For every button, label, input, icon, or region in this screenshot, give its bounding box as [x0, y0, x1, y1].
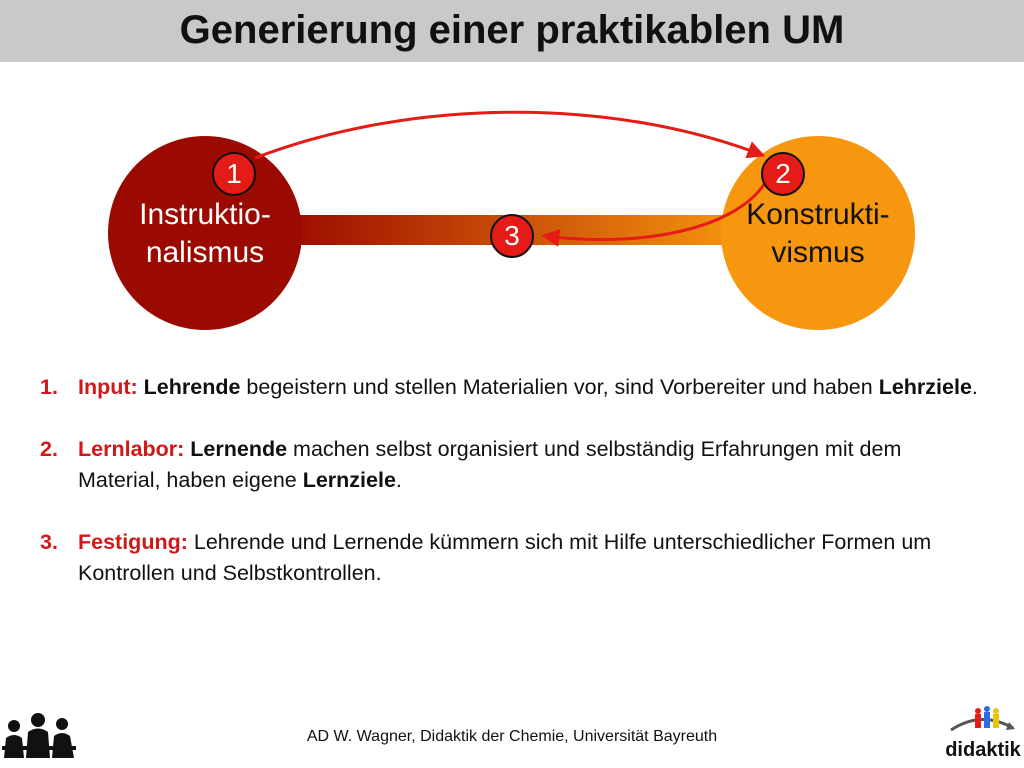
list-text: Lehrende und Lernende kümmern sich mit H… — [78, 530, 932, 585]
badge-3: 3 — [490, 214, 534, 258]
list-item: 1. Input: Lehrende begeistern und stelle… — [40, 372, 980, 403]
list-bold-term: Lehrziele — [878, 375, 972, 399]
instruktionalismus-label: Instruktio- nalismus — [105, 196, 305, 272]
list-number: 3. — [40, 530, 58, 554]
instruktionalismus-line2: nalismus — [145, 236, 265, 269]
slide-title: Generierung einer praktikablen UM — [179, 8, 845, 52]
badge-2: 2 — [761, 152, 805, 196]
didaktik-logo: didaktik — [945, 706, 1021, 761]
konstruktivismus-line1: Konstrukti- — [746, 198, 890, 231]
list-bold-term: Lernende — [190, 437, 288, 461]
list-keyword: Festigung: — [78, 530, 194, 554]
instruktionalismus-line1: Instruktio- — [139, 198, 271, 231]
list-bold-term: Lehrende — [143, 375, 241, 399]
footer-credit: AD W. Wagner, Didaktik der Chemie, Unive… — [306, 728, 718, 745]
list-keyword: Lernlabor: — [78, 437, 191, 461]
badge-1: 1 — [212, 152, 256, 196]
konstruktivismus-line2: vismus — [771, 236, 865, 269]
list-text: . — [395, 468, 402, 492]
list-number: 1. — [40, 375, 58, 399]
list-item: 2. Lernlabor: Lernende machen selbst org… — [40, 434, 980, 496]
list-item: 3. Festigung: Lehrende und Lernende kümm… — [40, 527, 980, 589]
arrow-2-to-3 — [541, 177, 770, 247]
list-text: . — [971, 375, 978, 399]
list-text: begeistern und stellen Materialien vor, … — [240, 375, 879, 399]
list-text: machen selbst organisiert und selbständi… — [78, 437, 902, 492]
list-number: 2. — [40, 437, 58, 461]
title-bar — [0, 0, 1024, 62]
instruktionalismus-circle — [108, 136, 302, 330]
steps-list: 1. Input: Lehrende begeistern und stelle… — [40, 372, 980, 620]
arrow-1-to-2 — [254, 110, 766, 160]
konstruktivismus-label: Konstrukti- vismus — [718, 196, 918, 272]
group-silhouette-icon — [2, 713, 76, 758]
logo-wordmark: didaktik — [945, 739, 1021, 761]
list-bold-term: Lernziele — [302, 468, 396, 492]
list-keyword: Input: — [78, 375, 144, 399]
